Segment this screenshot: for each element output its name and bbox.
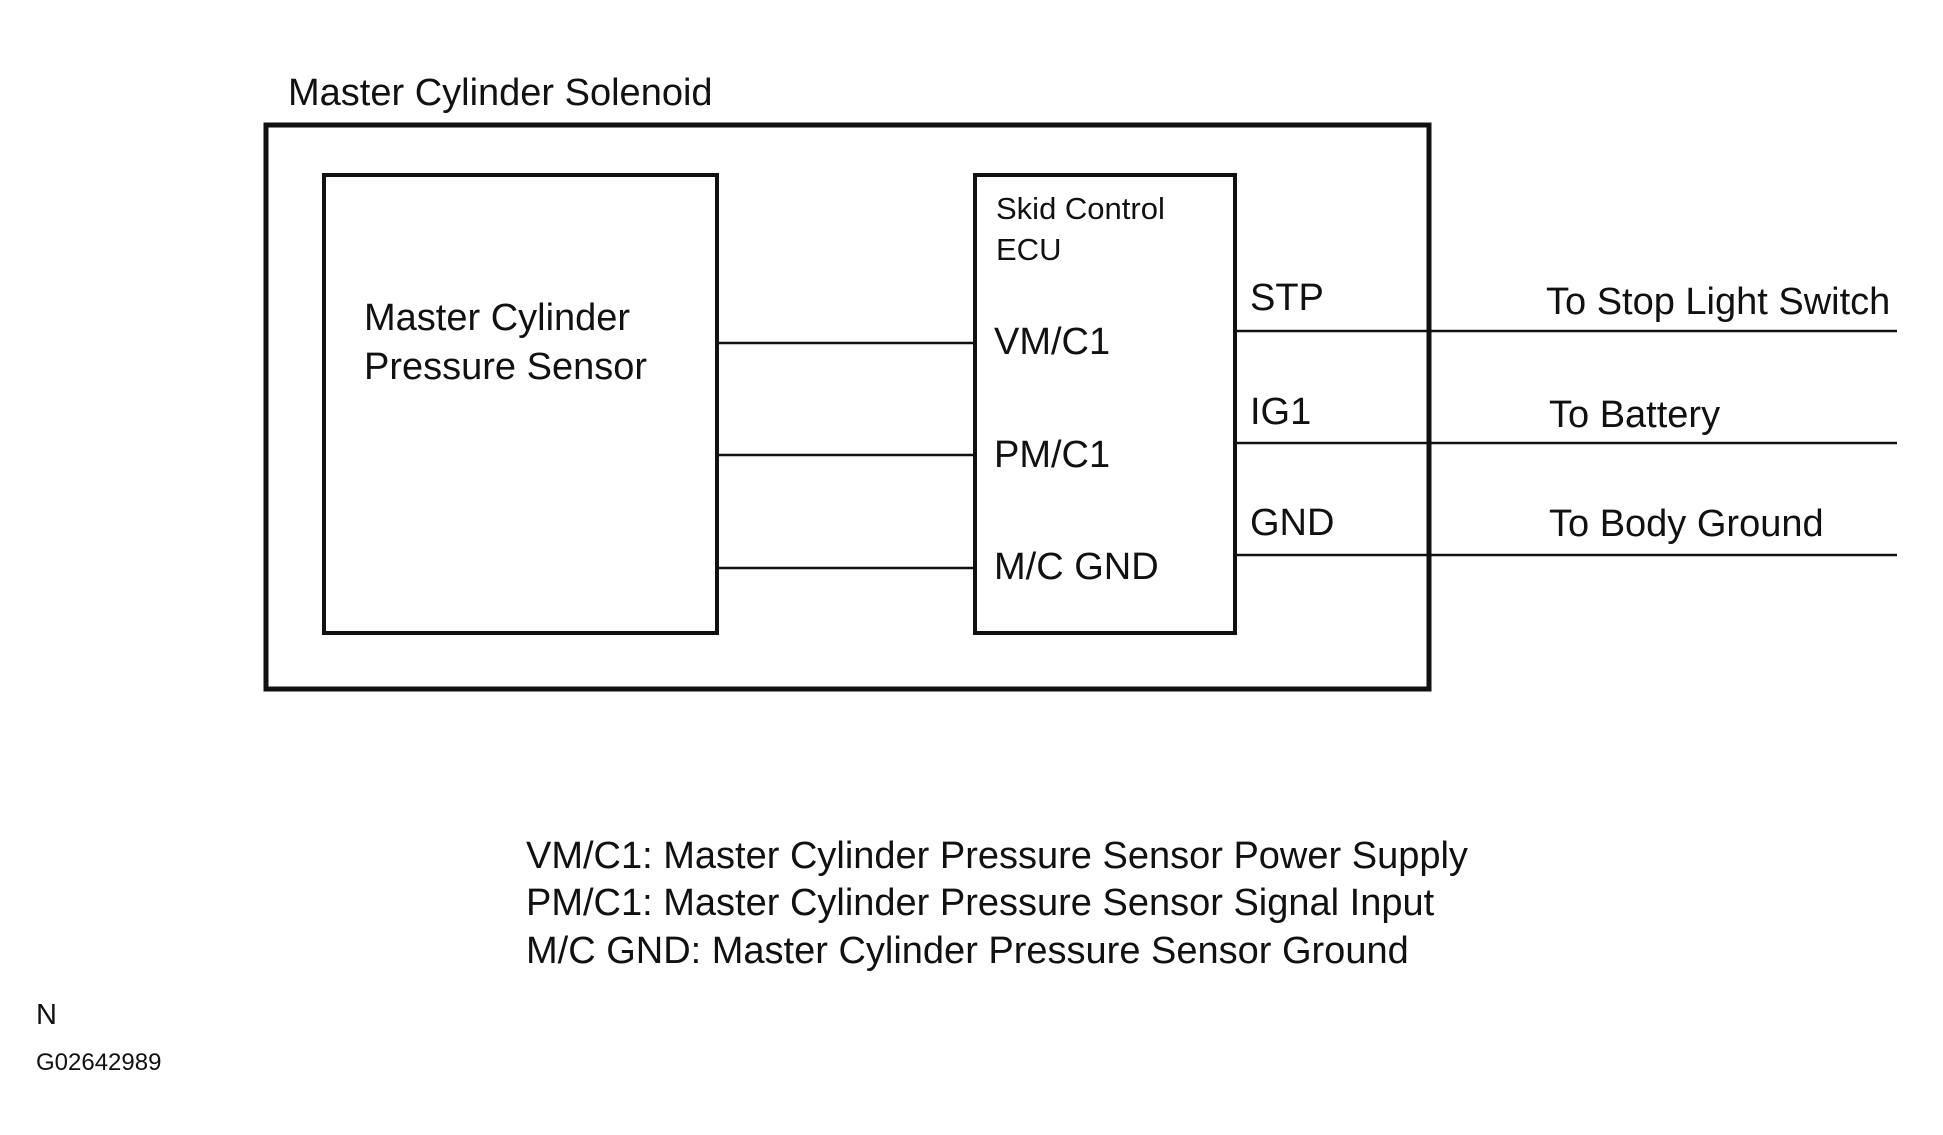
footer-figure-id: G02642989 (36, 1049, 161, 1076)
pressure-sensor-box (322, 173, 719, 635)
solenoid-box (263, 122, 1432, 692)
terminal-label-gnd: GND (1250, 502, 1334, 544)
legend-item-mc-gnd: M/C GND: Master Cylinder Pressure Sensor… (526, 930, 1409, 972)
terminal-label-vmc1: VM/C1 (994, 321, 1110, 363)
legend-item-vmc1: VM/C1: Master Cylinder Pressure Sensor P… (526, 835, 1468, 877)
terminal-label-pmc1: PM/C1 (994, 434, 1110, 476)
destination-body-ground: To Body Ground (1549, 503, 1824, 545)
destination-stop-light-switch: To Stop Light Switch (1546, 281, 1890, 323)
terminal-label-ig1: IG1 (1250, 391, 1311, 433)
ecu-title-line1: Skid Control (996, 191, 1165, 226)
ecu-title-line2: ECU (996, 232, 1061, 267)
destination-battery: To Battery (1549, 394, 1720, 436)
legend-item-pmc1: PM/C1: Master Cylinder Pressure Sensor S… (526, 882, 1435, 924)
solenoid-title: Master Cylinder Solenoid (288, 72, 713, 114)
terminal-label-mc-gnd: M/C GND (994, 546, 1159, 588)
pressure-sensor-label-line1: Master Cylinder (364, 297, 630, 339)
pressure-sensor-label-line2: Pressure Sensor (364, 346, 647, 388)
skid-control-ecu-box (973, 173, 1237, 635)
terminal-label-stp: STP (1250, 277, 1324, 319)
footer-code-letter: N (36, 999, 57, 1031)
